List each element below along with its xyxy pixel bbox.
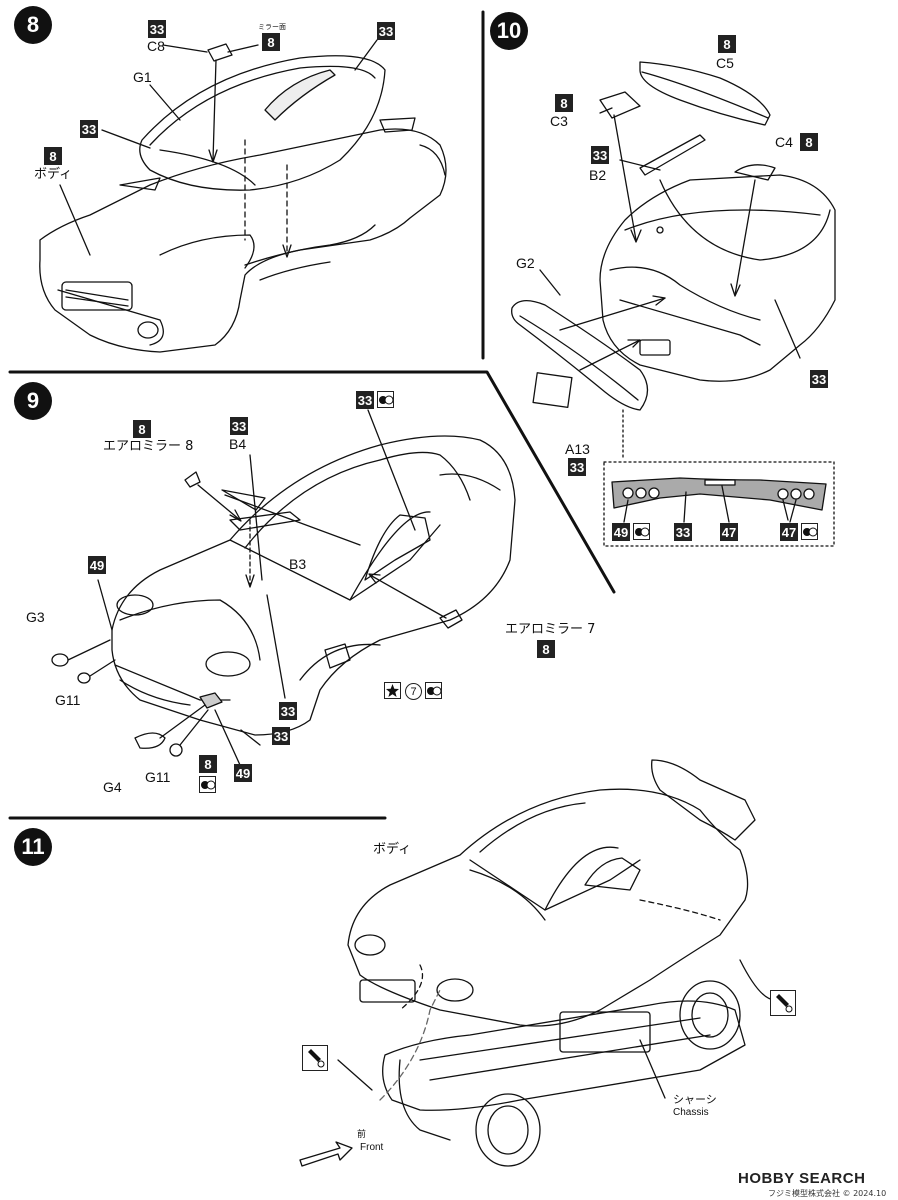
- paint-icon: [425, 682, 442, 699]
- color-code-badge: 33: [356, 391, 374, 409]
- two-tone-paint-icon: [803, 527, 817, 537]
- color-code-badge: 33: [810, 370, 828, 388]
- part-label-c4: C4: [775, 134, 793, 150]
- color-code-badge: 33: [279, 702, 297, 720]
- part-label-g2: G2: [516, 255, 535, 271]
- step8-body-drawing: [39, 117, 447, 353]
- step11-chassis-drawing: [337, 959, 776, 1167]
- part-label-b3: B3: [289, 556, 307, 572]
- step10-rear-drawing: [599, 174, 836, 382]
- glue-tube-icon: [776, 994, 793, 1013]
- two-tone-paint-icon: [379, 395, 393, 405]
- front-label-jp: 前: [357, 1130, 367, 1140]
- step9-car-drawing: [111, 435, 516, 736]
- part-label-a13: A13: [565, 441, 590, 457]
- part-label-g4: G4: [103, 779, 122, 795]
- part-label-chassis-en: Chassis: [673, 1107, 709, 1118]
- step10-detail-callout: [603, 409, 835, 547]
- part-label-g1: G1: [133, 69, 152, 85]
- copyright-text: フジミ模型株式会社 © 2024.10: [768, 1189, 887, 1198]
- color-code-badge: 49: [88, 556, 106, 574]
- two-tone-paint-icon: [201, 780, 215, 790]
- color-code-badge: 8: [718, 35, 736, 53]
- part-label-aero-mirror-8: エアロミラー 8: [103, 439, 194, 454]
- decal-star-icon: [384, 682, 401, 699]
- part-label-b4: B4: [229, 436, 247, 452]
- part-label-body: ボディ: [373, 842, 412, 857]
- divider-9: [8, 370, 616, 594]
- step9-arrows: [67, 409, 447, 766]
- part-label-g11: G11: [55, 692, 81, 708]
- step10-wing-drawing: [599, 61, 776, 181]
- step-10-number: 10: [496, 18, 522, 43]
- part-label-g3: G3: [26, 609, 45, 625]
- step-9-number: 9: [26, 388, 40, 413]
- two-tone-paint-icon: [635, 527, 649, 537]
- star-icon: [386, 684, 399, 697]
- color-code-badge: 8: [537, 640, 555, 658]
- color-code-badge: 33: [377, 22, 395, 40]
- color-code-badge: 33: [80, 120, 98, 138]
- paint-icon: [377, 391, 394, 408]
- part-label-g11: G11: [145, 769, 171, 785]
- color-code-badge: 49: [234, 764, 252, 782]
- color-code-badge: 8: [800, 133, 818, 151]
- step9-parts-drawing: [51, 471, 463, 757]
- color-code-badge: 8: [44, 147, 62, 165]
- watermark-brand: HOBBY SEARCH: [738, 1170, 866, 1187]
- step8-arrows: [59, 39, 378, 258]
- step-8-badge: 8: [14, 6, 52, 44]
- part-label-c8: C8: [147, 38, 165, 54]
- part-label-chassis-jp: シャーシ: [673, 1093, 717, 1106]
- step11-front-arrow: [299, 1141, 353, 1167]
- mirror-surface-note: ミラー面: [258, 23, 286, 31]
- color-code-badge: 8: [262, 33, 280, 51]
- decal-number-badge: 7: [405, 683, 422, 700]
- step-8-number: 8: [26, 12, 40, 37]
- color-code-badge: 33: [230, 417, 248, 435]
- part-label-c5: C5: [716, 55, 734, 71]
- color-code-badge: 33: [272, 727, 290, 745]
- paint-icon: [801, 523, 818, 540]
- color-code-badge: 8: [555, 94, 573, 112]
- color-code-badge: 33: [568, 458, 586, 476]
- step8-glass-drawing: [139, 43, 386, 191]
- part-label-b2: B2: [589, 167, 607, 183]
- glue-icon: [770, 990, 796, 1016]
- step11-body-drawing: [347, 759, 756, 1027]
- step-10-badge: 10: [490, 12, 528, 50]
- color-code-badge: 47: [720, 523, 738, 541]
- color-code-badge: 8: [133, 420, 151, 438]
- step-9-badge: 9: [14, 382, 52, 420]
- color-code-badge: 33: [591, 146, 609, 164]
- color-code-badge: 49: [612, 523, 630, 541]
- front-label-en: Front: [360, 1142, 384, 1153]
- color-code-badge: 8: [199, 755, 217, 773]
- glue-icon: [302, 1045, 328, 1071]
- two-tone-paint-icon: [427, 686, 441, 696]
- paint-icon: [633, 523, 650, 540]
- paint-icon: [199, 776, 216, 793]
- step10-arrows: [539, 107, 801, 371]
- part-label-aero-mirror-7: エアロミラー 7: [505, 622, 596, 637]
- step-11-number: 11: [21, 834, 45, 859]
- step10-g2-drawing: [511, 300, 649, 411]
- part-label-c3: C3: [550, 113, 568, 129]
- glue-tube-icon: [308, 1049, 325, 1068]
- color-code-badge: 47: [780, 523, 798, 541]
- color-code-badge: 33: [674, 523, 692, 541]
- part-label-body: ボディ: [34, 167, 73, 182]
- color-code-badge: 33: [148, 20, 166, 38]
- step-11-badge: 11: [14, 828, 52, 866]
